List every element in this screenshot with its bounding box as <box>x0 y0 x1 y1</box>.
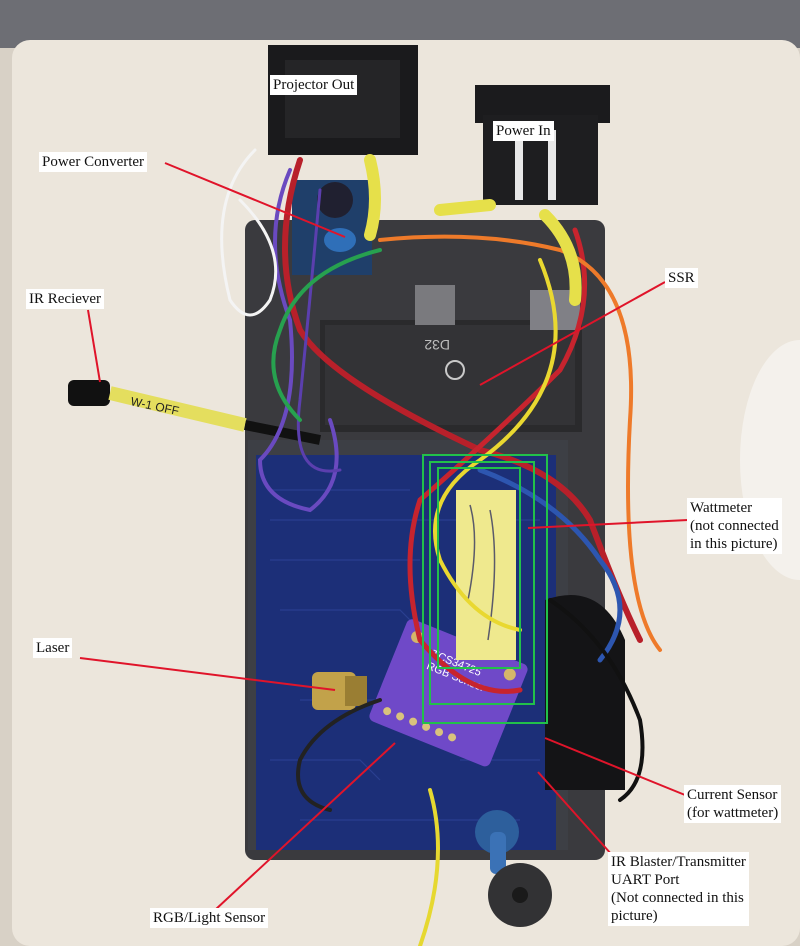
label-ir-blaster-line-2: UART Port <box>611 872 680 888</box>
label-power-converter: Power Converter <box>39 152 148 172</box>
label-wattmeter: Wattmeter (not connected in this picture… <box>687 498 782 554</box>
current-sensor-shroud <box>545 595 625 790</box>
ssr-marking: D32 <box>424 337 450 353</box>
label-wattmeter-line-2: (not connected <box>690 518 779 534</box>
wattmeter-highlight-boxes <box>422 454 548 724</box>
label-projector-out: Projector Out <box>270 75 358 95</box>
label-wattmeter-line-1: Wattmeter <box>690 500 753 516</box>
label-current-sensor: Current Sensor (for wattmeter) <box>684 785 782 823</box>
label-wattmeter-line-3: in this picture) <box>690 536 778 552</box>
label-laser: Laser <box>33 638 73 658</box>
ir-yellow-sleeve <box>108 386 247 432</box>
label-ir-receiver: IR Reciever <box>26 289 105 309</box>
wires <box>220 148 662 946</box>
label-rgb-sensor: RGB/Light Sensor <box>150 908 269 928</box>
label-ir-blaster-line-3: (Not connected in this <box>611 890 744 906</box>
wattmeter-note <box>456 490 516 660</box>
callout-lines <box>79 162 689 911</box>
label-current-sensor-line-2: (for wattmeter) <box>687 805 779 821</box>
label-power-in: Power In <box>493 121 554 141</box>
label-ssr: SSR <box>665 268 698 288</box>
label-current-sensor-line-1: Current Sensor <box>687 787 778 803</box>
ir-receiver <box>68 380 110 406</box>
spacer <box>415 285 455 325</box>
label-ir-blaster-line-1: IR Blaster/Transmitter <box>611 854 746 870</box>
label-ir-blaster-line-4: picture) <box>611 908 658 924</box>
label-ir-blaster: IR Blaster/Transmitter UART Port (Not co… <box>608 852 749 926</box>
